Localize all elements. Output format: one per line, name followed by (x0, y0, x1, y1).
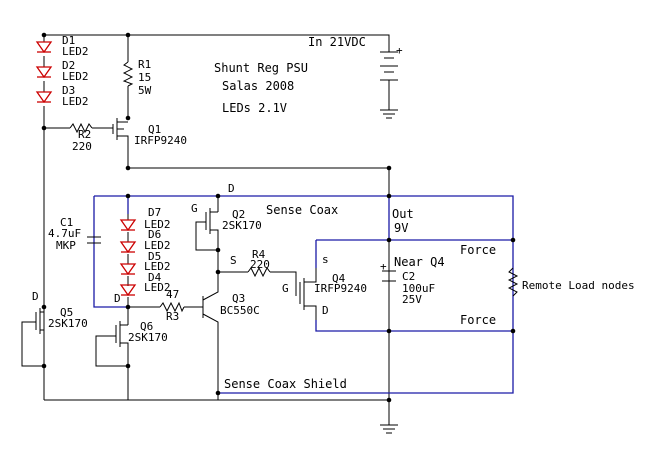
r1-val2: 5W (138, 84, 152, 97)
near-q4-label: Near Q4 (394, 255, 445, 269)
led-note: LEDs 2.1V (222, 101, 287, 115)
led-d7-icon (119, 219, 137, 232)
led-string-ref (119, 214, 137, 307)
r1-val: 15 (138, 71, 151, 84)
resistor-r1-icon (122, 61, 134, 87)
q4-g: G (282, 282, 289, 295)
q2-g: G (191, 202, 198, 215)
out-label: Out (392, 207, 414, 221)
d4-val: LED2 (144, 281, 171, 294)
q5-ref: Q5 (60, 306, 73, 319)
r2-val: 220 (72, 140, 92, 153)
sense-coax-shield-label: Sense Coax Shield (224, 377, 347, 391)
q5-val: 2SK170 (48, 317, 88, 330)
q6-ref: Q6 (140, 320, 153, 333)
node-d-left: D (32, 290, 39, 303)
resistor-r4-icon (247, 266, 271, 278)
q2-ref: Q2 (232, 208, 245, 221)
remote-load-label: Remote Load nodes (522, 279, 635, 292)
out-voltage: 9V (394, 221, 408, 235)
r1-ref: R1 (138, 58, 151, 71)
svg-text:+: + (380, 260, 387, 273)
q6-val: 2SK170 (128, 331, 168, 344)
resistor-r2-icon (69, 122, 93, 134)
d5-ref: D5 (148, 250, 161, 263)
d5-val: LED2 (144, 260, 171, 273)
d4-ref: D4 (148, 271, 162, 284)
d2-val: LED2 (62, 70, 89, 83)
d7-ref: D7 (148, 206, 161, 219)
sense-force-wiring (93, 195, 514, 394)
battery-icon: + (380, 44, 403, 81)
force-bottom-label: Force (460, 313, 496, 327)
q1-ref: Q1 (148, 123, 161, 136)
led-d2-icon (35, 66, 53, 79)
r4-val: 220 (250, 258, 270, 271)
led-d3-icon (35, 91, 53, 104)
capacitor-c2-icon: + (380, 260, 396, 282)
force-top-label: Force (460, 243, 496, 257)
c1-val: 4.7uF (48, 227, 81, 240)
led-d4-icon (119, 284, 137, 297)
d1-ref: D1 (62, 34, 75, 47)
r4-ref: R4 (252, 248, 266, 261)
c1-ref: C1 (60, 216, 73, 229)
led-d6-icon (119, 241, 137, 254)
capacitor-c1-icon (87, 236, 101, 244)
c2-ref: C2 (402, 270, 415, 283)
led-d5-icon (119, 263, 137, 276)
q2-s: S (230, 254, 237, 267)
d2-ref: D2 (62, 59, 75, 72)
d7-val: LED2 (144, 218, 171, 231)
node-d-mid: D (114, 292, 121, 305)
junction-dots (41, 32, 516, 403)
ground-top-icon (380, 109, 398, 119)
d3-val: LED2 (62, 95, 89, 108)
c2-val2: 25V (402, 293, 422, 306)
q3-ref: Q3 (232, 292, 245, 305)
led-string-top (35, 41, 53, 104)
input-label: In 21VDC (308, 35, 366, 49)
r3-ref: R3 (166, 310, 179, 323)
sense-coax-label: Sense Coax (266, 203, 338, 217)
led-d1-icon (35, 41, 53, 54)
r2-ref: R2 (78, 128, 91, 141)
r3-val: 47 (166, 288, 179, 301)
q4-d: D (322, 304, 329, 317)
q1-val: IRFP9240 (134, 134, 187, 147)
c1-val2: MKP (56, 239, 76, 252)
q2-val: 2SK170 (222, 219, 262, 232)
q4-val: IRFP9240 (314, 282, 367, 295)
d6-ref: D6 (148, 228, 161, 241)
q4-s: s (322, 253, 329, 266)
d6-val: LED2 (144, 239, 171, 252)
d3-ref: D3 (62, 84, 75, 97)
c2-val: 100uF (402, 282, 435, 295)
resistor-r3-icon (159, 301, 185, 313)
node-d-top: D (228, 182, 235, 195)
svg-text:+: + (396, 44, 403, 57)
title: Shunt Reg PSU (214, 61, 308, 75)
q3-val: BC550C (220, 304, 260, 317)
ground-bottom-icon (380, 424, 398, 434)
q4-ref: Q4 (332, 272, 346, 285)
d1-val: LED2 (62, 45, 89, 58)
author-year: Salas 2008 (222, 79, 294, 93)
remote-load-resistor-icon (507, 267, 519, 297)
